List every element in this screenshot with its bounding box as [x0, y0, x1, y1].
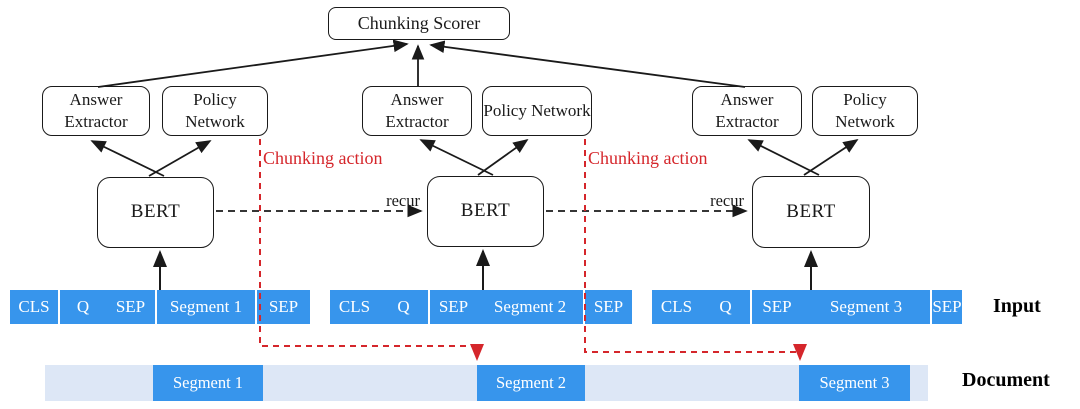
policy-network-label: Policy Network [483, 101, 591, 121]
token-sep: SEP [930, 290, 962, 324]
answer-extractor-label: Answer Extractor [64, 90, 128, 131]
token-cls: CLS [18, 297, 50, 316]
token-sep: SEP [583, 290, 632, 324]
token-sep: SEP [750, 290, 802, 324]
token-cls: CLS [338, 297, 371, 316]
token-segment-2: Segment 2 [493, 297, 567, 316]
token-q: Q [397, 297, 410, 316]
token-sep: SEP [255, 290, 310, 324]
policy-network-label: Policy Network [185, 90, 245, 131]
input-row-1: CLS Q SEP Segment 1 SEP [10, 290, 310, 324]
bert-label: BERT [786, 200, 836, 222]
bert-label: BERT [130, 201, 181, 223]
input-row-2: CLS Q SEP Segment 2 SEP [330, 290, 632, 324]
answer-extractor-box-3: Answer Extractor [692, 86, 802, 136]
token-sep: SEP [428, 290, 477, 324]
policy-network-box-2: Policy Network [482, 86, 592, 136]
bert-box-1: BERT [97, 177, 214, 248]
recur-label-2: recur [710, 191, 744, 210]
token-sep: SEP [115, 297, 146, 316]
policy-network-box-1: Policy Network [162, 86, 268, 136]
answer-extractor-label: Answer Extractor [385, 90, 449, 131]
token-segment-1: Segment 1 [155, 290, 255, 324]
policy-network-label: Policy Network [835, 90, 895, 131]
token-cls: CLS [660, 297, 693, 316]
answer-extractor-box-1: Answer Extractor [42, 86, 150, 136]
recur-label-1: recur [386, 191, 420, 210]
chunking-scorer-label: Chunking Scorer [357, 12, 481, 33]
bert-label: BERT [460, 200, 511, 222]
token-segment-3: Segment 3 [829, 297, 903, 316]
document-segment-1: Segment 1 [153, 365, 263, 401]
chunking-action-label-2: Chunking action [588, 148, 708, 168]
policy-network-box-3: Policy Network [812, 86, 918, 136]
document-label: Document [962, 369, 1050, 391]
chunking-action-label-1: Chunking action [263, 148, 383, 168]
answer-extractor-box-2: Answer Extractor [362, 86, 472, 136]
bert-box-3: BERT [752, 176, 870, 248]
input-label: Input [993, 295, 1041, 317]
token-q: Q [719, 297, 732, 316]
answer-extractor-label: Answer Extractor [715, 90, 779, 131]
chunking-scorer-box: Chunking Scorer [328, 7, 510, 40]
input-row-3: CLS Q SEP Segment 3 SEP [652, 290, 962, 324]
document-segment-2: Segment 2 [477, 365, 585, 401]
token-q: Q [58, 290, 106, 324]
bert-box-2: BERT [427, 176, 544, 247]
document-segment-3: Segment 3 [799, 365, 910, 401]
